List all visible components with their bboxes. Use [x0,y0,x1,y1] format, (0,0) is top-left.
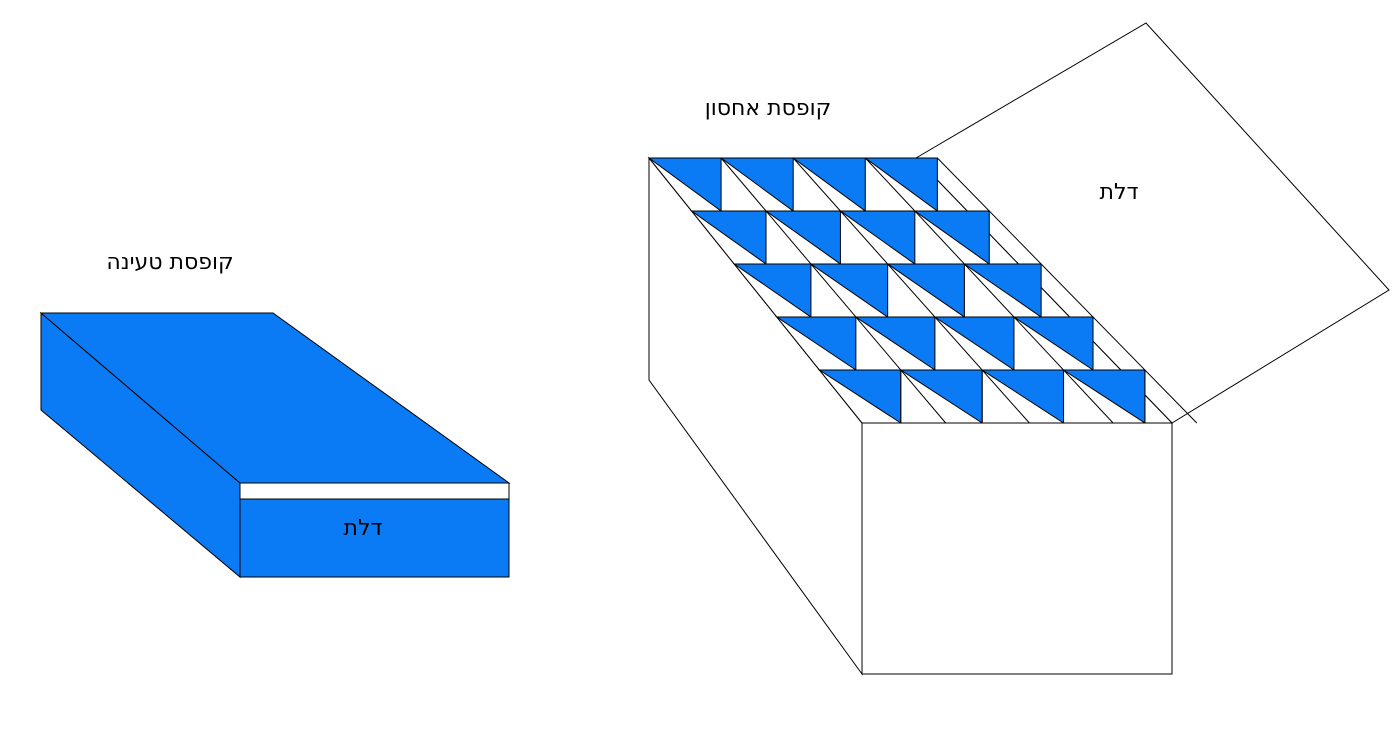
loading-box-door-label: דלת [344,516,383,541]
grid-col-line [720,157,947,424]
loading-box-title: קופסת טעינה [106,250,233,275]
loading-box-gap [239,482,510,500]
compartment-triangle [791,157,866,212]
grid-col-line [937,157,1198,424]
storage-box-title: קופסת אחסון [705,96,831,121]
storage-box-door-label: דלת [1100,180,1139,205]
grid-col-line [792,157,1030,424]
compartment-triangle [863,157,938,212]
compartment-triangle [647,157,722,212]
loading-box: דלת קופסת טעינה [39,250,511,579]
grid-col-line [864,157,1114,424]
compartment-triangle [719,157,794,212]
loading-box-door [239,498,510,578]
storage-box-front [861,422,1173,675]
storage-box: דלת קופסת אחסון [647,22,1390,676]
storage-box-compartments [647,157,1198,424]
